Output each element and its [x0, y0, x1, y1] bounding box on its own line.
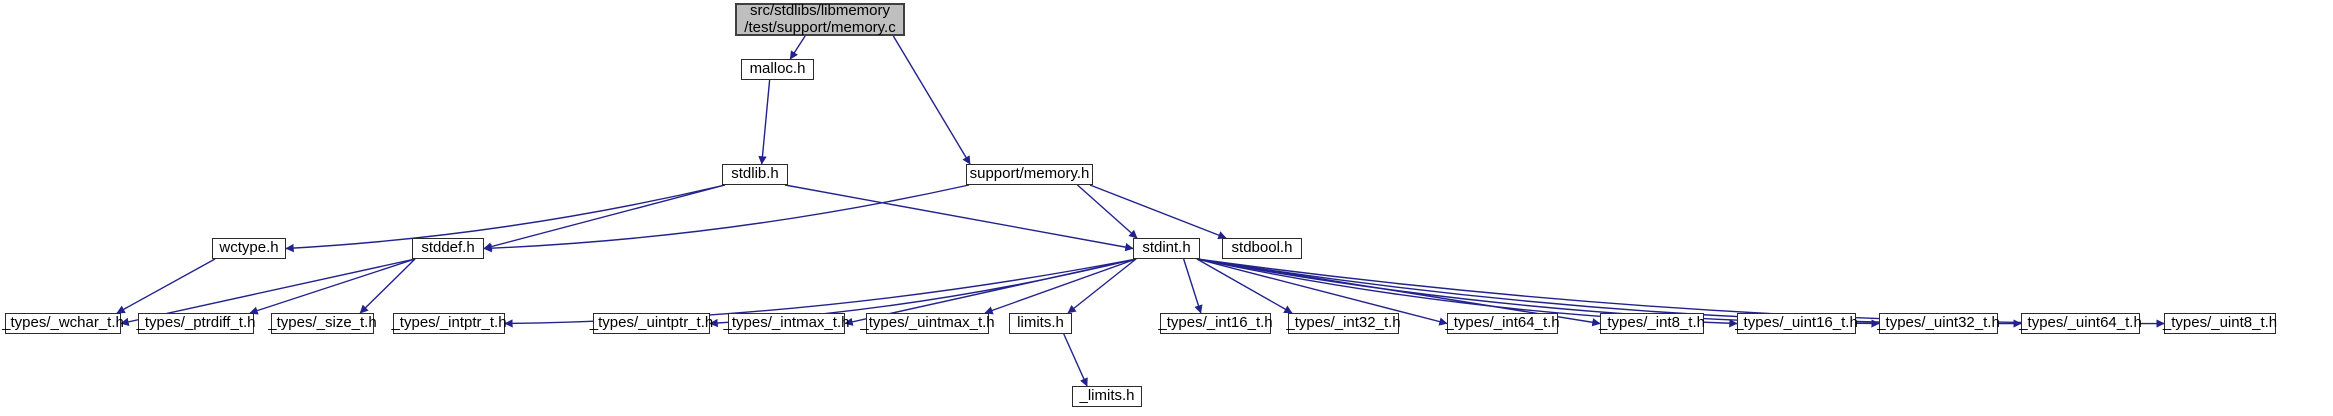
- graph-node-label: src/stdlibs/libmemory /test/support/memo…: [744, 1, 896, 36]
- graph-node-label: _types/_ptrdiff_t.h: [136, 314, 256, 332]
- graph-node-intmax_t[interactable]: _types/_intmax_t.h: [724, 313, 849, 334]
- graph-node-label: stdint.h: [1142, 239, 1191, 257]
- graph-node-stdlib[interactable]: stdlib.h: [722, 164, 788, 185]
- graph-node-label: stdlib.h: [731, 165, 779, 183]
- graph-node-supportmem[interactable]: support/memory.h: [966, 164, 1093, 185]
- graph-node-label: wctype.h: [219, 239, 279, 257]
- graph-edge-stdlib-to-stddef: [483, 184, 726, 251]
- graph-node-label: _types/_uint8_t.h: [2162, 314, 2278, 332]
- graph-node-stdbool[interactable]: stdbool.h: [1222, 238, 1302, 259]
- graph-edge-stdint-to-limits: [1067, 258, 1137, 314]
- graph-node-uintptr_t[interactable]: _types/_uintptr_t.h: [589, 313, 714, 334]
- graph-node-malloc[interactable]: malloc.h: [741, 59, 814, 80]
- graph-node-ptrdiff_t[interactable]: _types/_ptrdiff_t.h: [136, 313, 256, 334]
- graph-edge-stdint-to-int64_t: [1196, 258, 1448, 326]
- graph-edge-stddef-to-size_t: [359, 258, 416, 314]
- graph-edge-supportmem-to-stdbool: [1089, 184, 1227, 240]
- graph-edge-stdlib-to-wctype: [285, 184, 726, 253]
- graph-edge-supportmem-to-stddef: [483, 184, 970, 253]
- graph-node-uint64_t[interactable]: _types/_uint64_t.h: [2019, 313, 2142, 334]
- graph-node-limits[interactable]: limits.h: [1009, 313, 1072, 334]
- graph-node-label: limits.h: [1017, 314, 1064, 332]
- graph-node-label: _types/_int16_t.h: [1158, 314, 1273, 332]
- graph-node-stddef[interactable]: stddef.h: [412, 238, 484, 259]
- graph-node-uint8_t[interactable]: _types/_uint8_t.h: [2162, 313, 2278, 334]
- graph-node-label: _types/_intmax_t.h: [723, 314, 850, 332]
- graph-node-label: _types/_uint64_t.h: [2019, 314, 2142, 332]
- graph-edge-stddef-to-ptrdiff_t: [249, 258, 416, 315]
- graph-node-label: _types/_uintptr_t.h: [589, 314, 714, 332]
- graph-edge-limits-to-_limits: [1063, 333, 1088, 387]
- graph-edge-stdint-to-uintmax_t: [984, 258, 1137, 315]
- graph-node-uint32_t[interactable]: _types/_uint32_t.h: [1877, 313, 2000, 334]
- graph-node-int32_t[interactable]: _types/_int32_t.h: [1286, 313, 1401, 334]
- graph-edge-stdint-to-int32_t: [1196, 258, 1293, 314]
- graph-node-uintmax_t[interactable]: _types/_uintmax_t.h: [860, 313, 995, 334]
- graph-node-_limits[interactable]: _limits.h: [1072, 386, 1142, 407]
- graph-node-label: malloc.h: [749, 60, 806, 78]
- graph-node-int64_t[interactable]: _types/_int64_t.h: [1445, 313, 1560, 334]
- graph-node-label: stddef.h: [421, 239, 475, 257]
- graph-node-label: _types/_uintmax_t.h: [860, 314, 995, 332]
- graph-node-wctype[interactable]: wctype.h: [212, 238, 286, 259]
- graph-edge-stdlib-to-stdint: [784, 184, 1134, 252]
- graph-node-label: _types/_int64_t.h: [1445, 314, 1560, 332]
- graph-edge-root-to-supportmem: [892, 35, 971, 165]
- graph-edge-stdint-to-intmax_t: [844, 258, 1137, 326]
- graph-edge-stdint-to-int16_t: [1182, 258, 1203, 314]
- graph-node-label: _types/_wchar_t.h: [2, 314, 124, 332]
- graph-edge-malloc-to-stdlib: [758, 79, 771, 165]
- graph-node-uint16_t[interactable]: _types/_uint16_t.h: [1735, 313, 1858, 334]
- graph-edge-stddef-to-wchar_t: [120, 258, 416, 326]
- graph-node-label: _types/_size_t.h: [268, 314, 377, 332]
- graph-edge-wctype-to-wchar_t: [116, 258, 216, 314]
- graph-node-label: _types/_int8_t.h: [1599, 314, 1705, 332]
- graph-node-label: _types/_uint32_t.h: [1877, 314, 2000, 332]
- graph-edge-supportmem-to-stdint: [1076, 184, 1138, 239]
- graph-node-intptr_t[interactable]: _types/_intptr_t.h: [391, 313, 507, 334]
- graph-node-label: _types/_intptr_t.h: [391, 314, 507, 332]
- graph-node-label: _types/_uint16_t.h: [1735, 314, 1858, 332]
- graph-node-int8_t[interactable]: _types/_int8_t.h: [1599, 313, 1705, 334]
- graph-node-stdint[interactable]: stdint.h: [1133, 238, 1200, 259]
- graph-node-int16_t[interactable]: _types/_int16_t.h: [1158, 313, 1273, 334]
- graph-node-root[interactable]: src/stdlibs/libmemory /test/support/memo…: [735, 1, 905, 36]
- graph-edge-root-to-malloc: [789, 35, 806, 60]
- graph-node-label: _types/_int32_t.h: [1286, 314, 1401, 332]
- graph-node-size_t[interactable]: _types/_size_t.h: [268, 313, 377, 334]
- graph-node-wchar_t[interactable]: _types/_wchar_t.h: [2, 313, 124, 334]
- graph-node-label: stdbool.h: [1231, 239, 1293, 257]
- graph-node-label: support/memory.h: [969, 165, 1090, 183]
- graph-node-label: _limits.h: [1079, 387, 1135, 405]
